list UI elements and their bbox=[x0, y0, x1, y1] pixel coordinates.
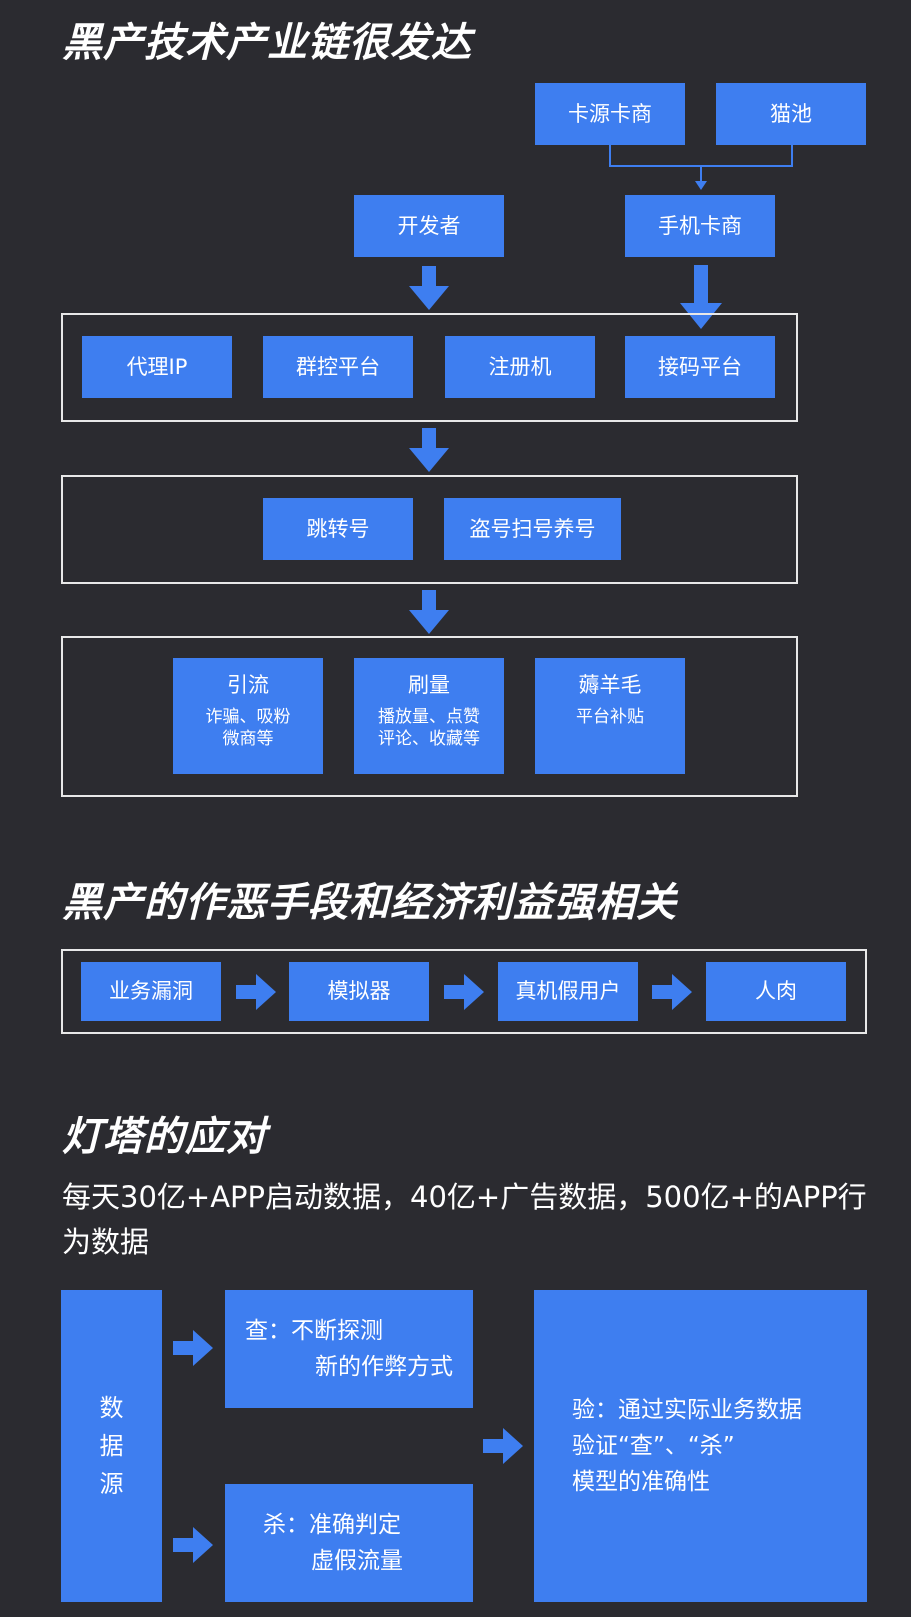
outcome-box-wool: 薅羊毛 平台补贴 bbox=[535, 658, 685, 774]
account-box-jump: 跳转号 bbox=[263, 498, 413, 560]
outcome-box-brush: 刷量 播放量、点赞 评论、收藏等 bbox=[354, 658, 504, 774]
section3-title: 灯塔的应对 bbox=[62, 1114, 267, 1160]
kill-line: 虚假流量 bbox=[311, 1548, 403, 1574]
tool-box-code-platform: 接码平台 bbox=[625, 336, 775, 398]
tool-box-proxy-ip: 代理IP bbox=[82, 336, 232, 398]
detect-box: 查：不断探测 新的作弊方式 bbox=[225, 1290, 473, 1408]
outcome-title: 薅羊毛 bbox=[578, 673, 642, 697]
verify-line: 验：通过实际业务数据 bbox=[572, 1397, 802, 1423]
outcome-detail: 平台补贴 bbox=[576, 707, 644, 728]
outcome-box-traffic: 引流 诈骗、吸粉 微商等 bbox=[173, 658, 323, 774]
outcome-title: 引流 bbox=[227, 673, 269, 697]
kill-line: 杀：准确判定 bbox=[263, 1512, 401, 1538]
phone-card-vendor-box: 手机卡商 bbox=[625, 195, 775, 257]
outcome-detail: 诈骗、吸粉 bbox=[205, 707, 291, 728]
detect-line: 新的作弊方式 bbox=[315, 1354, 453, 1380]
tool-box-group-control: 群控平台 bbox=[263, 336, 413, 398]
arrow-right-icon bbox=[173, 1527, 213, 1563]
arrow-right-icon bbox=[236, 974, 276, 1010]
section3-description: 每天30亿+APP启动数据，40亿+广告数据，500亿+的APP行为数据 bbox=[62, 1180, 867, 1259]
merge-connector bbox=[609, 145, 793, 190]
section1-title: 黑产技术产业链很发达 bbox=[62, 20, 472, 66]
arrow-right-icon bbox=[173, 1330, 213, 1366]
kill-box: 杀：准确判定 虚假流量 bbox=[225, 1484, 473, 1602]
cat-pool-box: 猫池 bbox=[716, 83, 866, 145]
data-source-char: 数 bbox=[99, 1394, 124, 1422]
tool-box-register-machine: 注册机 bbox=[445, 336, 595, 398]
verify-line: 验证“查”、“杀” bbox=[572, 1433, 735, 1459]
data-source-box: 数 据 源 bbox=[61, 1290, 162, 1602]
section2-title: 黑产的作恶手段和经济利益强相关 bbox=[62, 880, 677, 926]
arrow-down-icon bbox=[409, 266, 449, 310]
developer-box: 开发者 bbox=[354, 195, 504, 257]
source-card-vendor-box: 卡源卡商 bbox=[535, 83, 685, 145]
outcome-detail: 微商等 bbox=[222, 729, 274, 750]
data-source-char: 源 bbox=[99, 1470, 124, 1498]
accounts-frame bbox=[61, 475, 798, 584]
step-box-emulator: 模拟器 bbox=[289, 962, 429, 1021]
arrow-down-icon bbox=[409, 428, 449, 472]
tools-frame bbox=[61, 313, 798, 422]
outcome-title: 刷量 bbox=[408, 673, 450, 697]
step-box-human: 人肉 bbox=[706, 962, 846, 1021]
verify-line: 模型的准确性 bbox=[572, 1469, 710, 1495]
arrow-down-icon bbox=[409, 590, 449, 634]
step-box-business-bug: 业务漏洞 bbox=[81, 962, 221, 1021]
arrow-right-icon bbox=[483, 1428, 523, 1464]
arrow-right-icon bbox=[652, 974, 692, 1010]
outcomes-frame bbox=[61, 636, 798, 797]
data-source-char: 据 bbox=[99, 1432, 124, 1460]
steps-frame bbox=[61, 949, 867, 1034]
outcome-detail: 评论、收藏等 bbox=[378, 729, 480, 750]
account-box-steal: 盗号扫号养号 bbox=[444, 498, 621, 560]
verify-box: 验：通过实际业务数据 验证“查”、“杀” 模型的准确性 bbox=[534, 1290, 867, 1602]
detect-line: 查：不断探测 bbox=[245, 1318, 383, 1344]
arrow-right-icon bbox=[444, 974, 484, 1010]
outcome-detail: 播放量、点赞 bbox=[378, 707, 480, 728]
step-box-fake-user: 真机假用户 bbox=[498, 962, 638, 1021]
